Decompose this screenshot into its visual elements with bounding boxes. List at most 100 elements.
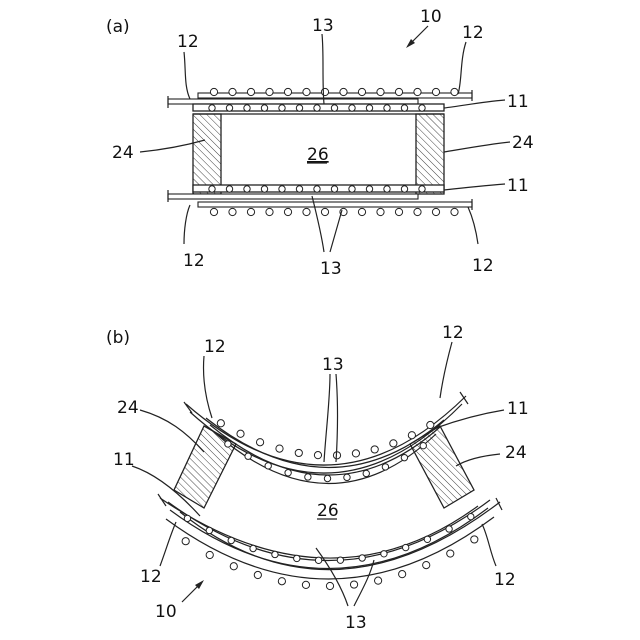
bead-13 — [390, 440, 397, 447]
bead-13 — [366, 105, 372, 111]
upper-beads-13 — [217, 420, 434, 482]
bead-13 — [446, 526, 452, 532]
bead-13 — [371, 446, 378, 453]
bead-13 — [261, 186, 267, 192]
bead-13 — [420, 442, 426, 448]
label-12-a-bottom-left: 12 — [183, 251, 205, 271]
label-12-b-top-left: 12 — [204, 337, 226, 357]
bead-13 — [245, 453, 251, 459]
bead-13 — [350, 581, 357, 588]
bead-13 — [244, 186, 250, 192]
bead-13 — [247, 88, 254, 95]
label-11-b-right: 11 — [507, 399, 529, 419]
label-24-b-left: 24 — [117, 398, 139, 418]
label-12-b-bottom-right: 12 — [494, 570, 516, 590]
bead-13 — [265, 463, 271, 469]
bottom-rod-12 — [168, 194, 418, 199]
bead-13 — [284, 88, 291, 95]
bead-13 — [303, 88, 310, 95]
panel-label-a: (a) — [106, 17, 130, 37]
label-12-b-bottom-left: 12 — [140, 567, 162, 587]
bead-13 — [217, 420, 224, 427]
label-24-a-left: 24 — [112, 143, 134, 163]
bead-13 — [382, 464, 388, 470]
bead-13 — [358, 88, 365, 95]
bottom-outer-plate-12 — [198, 202, 472, 207]
bead-13 — [225, 441, 231, 447]
bead-13 — [427, 421, 434, 428]
bead-13 — [226, 186, 232, 192]
bead-13 — [423, 562, 430, 569]
bead-13 — [261, 105, 267, 111]
bead-13 — [395, 88, 402, 95]
bead-13 — [408, 432, 415, 439]
bead-13 — [395, 208, 402, 215]
bead-13 — [401, 454, 407, 460]
top-rod-12 — [168, 99, 418, 104]
bead-13 — [315, 557, 321, 563]
bead-13 — [324, 475, 330, 481]
bead-13 — [279, 186, 285, 192]
bead-13 — [296, 105, 302, 111]
bead-13 — [314, 105, 320, 111]
bead-13 — [256, 439, 263, 446]
label-12-a-bottom-right: 12 — [472, 256, 494, 276]
bead-13 — [206, 527, 212, 533]
label-11-a-upper: 11 — [507, 92, 529, 112]
label-13-b-top: 13 — [322, 355, 344, 375]
bead-13 — [321, 88, 328, 95]
bead-13 — [447, 550, 454, 557]
bead-13 — [254, 571, 261, 578]
label-13-b-bottom: 13 — [345, 613, 367, 633]
label-11-b-left: 11 — [113, 450, 135, 470]
label-13-a-top: 13 — [312, 16, 334, 36]
top-outer-plate-12 — [198, 93, 472, 98]
bead-13 — [363, 470, 369, 476]
bead-13 — [414, 88, 421, 95]
lower-beads-13 — [182, 513, 478, 589]
bead-13 — [414, 208, 421, 215]
bead-13 — [349, 105, 355, 111]
bead-13 — [247, 208, 254, 215]
bead-13 — [375, 577, 382, 584]
bead-13 — [331, 186, 337, 192]
bead-13 — [244, 105, 250, 111]
label-10-b: 10 — [155, 602, 177, 622]
label-26-b: 26 — [317, 501, 339, 521]
bead-13 — [352, 450, 359, 457]
bead-13 — [284, 208, 291, 215]
bead-13 — [384, 105, 390, 111]
bead-13 — [266, 88, 273, 95]
label-24-a-right: 24 — [512, 133, 534, 153]
bead-13 — [305, 474, 311, 480]
label-24-b-right: 24 — [505, 443, 527, 463]
bead-13 — [366, 186, 372, 192]
bead-13 — [229, 208, 236, 215]
bead-13 — [210, 208, 217, 215]
bead-13 — [230, 563, 237, 570]
bead-13 — [279, 105, 285, 111]
bead-13 — [384, 186, 390, 192]
bead-13 — [314, 186, 320, 192]
bead-13 — [266, 208, 273, 215]
bead-13 — [432, 208, 439, 215]
bottom-beads-13 — [209, 186, 458, 216]
figure-a: (a) — [106, 7, 534, 279]
label-26-a: 26 — [307, 145, 329, 165]
bead-13 — [377, 88, 384, 95]
bead-13 — [419, 105, 425, 111]
label-11-a-lower: 11 — [507, 176, 529, 196]
bead-13 — [229, 88, 236, 95]
bead-13 — [377, 208, 384, 215]
bead-13 — [331, 105, 337, 111]
bead-13 — [401, 105, 407, 111]
bead-13 — [321, 208, 328, 215]
bead-13 — [337, 557, 343, 563]
bead-13 — [314, 452, 321, 459]
bead-13 — [349, 186, 355, 192]
label-10-a: 10 — [420, 7, 442, 27]
bead-13 — [209, 105, 215, 111]
bead-13 — [381, 551, 387, 557]
spacer-24-left — [193, 114, 221, 194]
figure-b: (b) — [106, 323, 529, 633]
